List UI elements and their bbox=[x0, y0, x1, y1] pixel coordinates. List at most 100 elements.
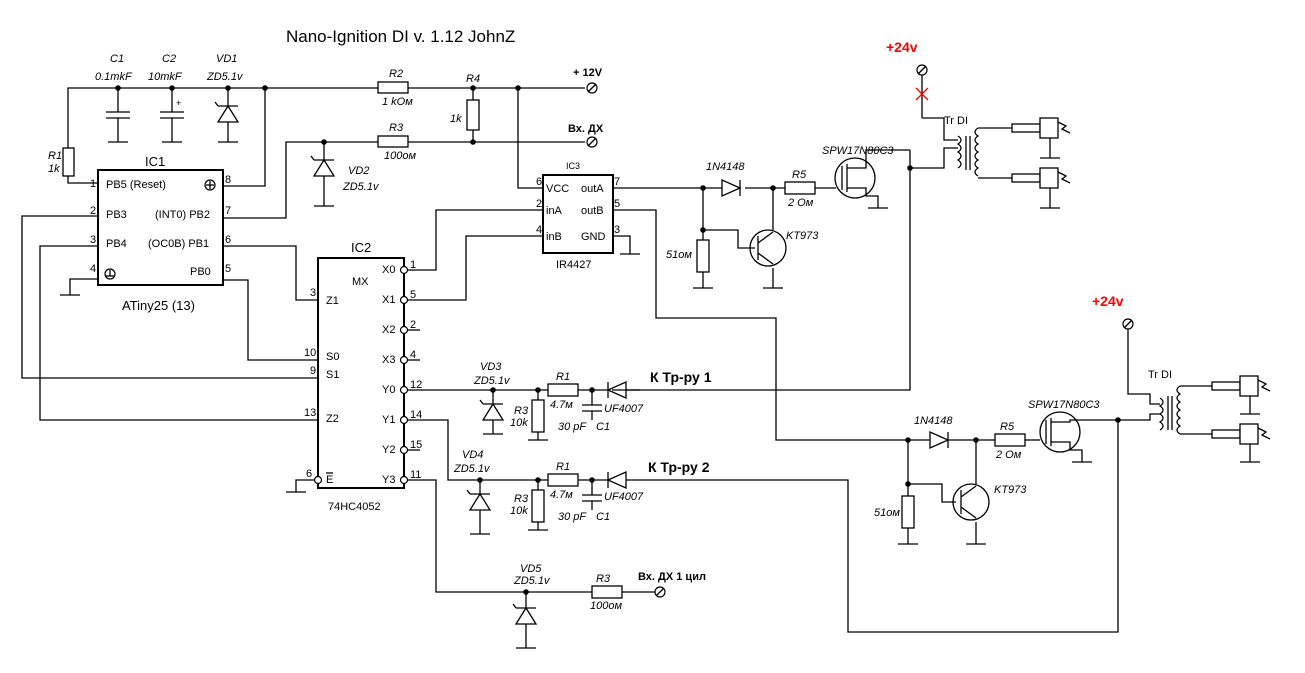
ic2-pin9-num: 9 bbox=[310, 365, 316, 377]
kt973-a-ref: KT973 bbox=[786, 230, 819, 242]
c1-mid-value: 30 pF bbox=[558, 421, 587, 433]
ic1-ref: IC1 bbox=[145, 154, 165, 169]
ic2-ic3-wiring bbox=[408, 88, 543, 301]
ic2-y3-name: Y3 bbox=[382, 474, 395, 486]
terminal-24v-top[interactable] bbox=[916, 64, 928, 76]
label-in-dx: Вх. ДХ bbox=[568, 123, 604, 135]
r51-a-value: 51ом bbox=[666, 249, 692, 261]
r5-a-ref: R5 bbox=[792, 169, 807, 181]
ic1-pin7-name: (INT0) PB2 bbox=[155, 209, 210, 221]
diode-uf4007-b bbox=[606, 420, 1119, 633]
capacitor-c1-top bbox=[106, 88, 130, 143]
svg-text:+: + bbox=[176, 98, 181, 108]
ic2-part: 74HC4052 bbox=[328, 501, 381, 513]
ic3-ina: inA bbox=[546, 205, 563, 217]
vd2-ref: VD2 bbox=[348, 165, 369, 177]
kt973-b-ref: KT973 bbox=[994, 484, 1027, 496]
spw-a-drain bbox=[612, 147, 958, 391]
ic2-pin6-name: E bbox=[326, 474, 333, 486]
ic1-chip bbox=[97, 169, 224, 286]
r3-mid-value: 10k bbox=[510, 417, 528, 429]
ic2-pin3-name: Z1 bbox=[326, 295, 339, 307]
c1-top-value: 0.1mkF bbox=[95, 71, 133, 83]
resistor-r2 bbox=[377, 81, 409, 94]
resistor-r5-b bbox=[994, 433, 1026, 447]
diode-1n4148-a bbox=[721, 178, 742, 198]
ic3-outa: outA bbox=[581, 183, 604, 195]
ic3-gnd: GND bbox=[581, 231, 606, 243]
ic2-pin13-num: 13 bbox=[304, 407, 316, 419]
ic1-pin6-num: 6 bbox=[225, 234, 231, 246]
uf4007-b-ref: UF4007 bbox=[604, 491, 644, 503]
zener-vd5 bbox=[512, 603, 538, 649]
resistor-r3-mid bbox=[531, 399, 545, 433]
resistor-r3-top bbox=[377, 135, 409, 148]
ic2-x0-num: 1 bbox=[410, 259, 416, 271]
resistor-r4 bbox=[466, 88, 480, 142]
driver-b-wiring bbox=[898, 437, 1040, 545]
resistor-r1-low bbox=[547, 473, 579, 487]
ic3-gnd-wire bbox=[613, 235, 640, 255]
resistor-51-b bbox=[901, 495, 915, 529]
vd3-value: ZD5.1v bbox=[473, 375, 511, 387]
ic2-mx: MX bbox=[352, 276, 369, 288]
zener-vd4 bbox=[466, 489, 492, 535]
vd4-value: ZD5.1v bbox=[453, 463, 491, 475]
resistor-r1-top bbox=[62, 147, 98, 184]
ic2-pin9-name: S1 bbox=[326, 369, 339, 381]
wire-24v-right bbox=[1127, 329, 1160, 405]
d1n4148-b-ref: 1N4148 bbox=[914, 415, 953, 427]
ic2-y0-num: 12 bbox=[410, 379, 422, 391]
ic3-vcc: VCC bbox=[546, 183, 569, 195]
ic2-pin10-name: S0 bbox=[326, 351, 339, 363]
ic2-x2-name: X2 bbox=[382, 324, 395, 336]
ic1-pin2-num: 2 bbox=[90, 205, 96, 217]
r51-b-value: 51ом bbox=[874, 507, 900, 519]
terminal-24v-right[interactable] bbox=[1122, 318, 1134, 330]
ic1-pin3-num: 3 bbox=[90, 234, 96, 246]
ic3-outb: outB bbox=[581, 205, 604, 217]
r3-low-ref: R3 bbox=[514, 493, 529, 505]
r1-top-ref: R1 bbox=[48, 150, 62, 162]
ic2-e-wire bbox=[286, 475, 323, 493]
c2-top-ref: C2 bbox=[162, 53, 176, 65]
ic3-pin3-num: 3 bbox=[614, 224, 620, 236]
ic1-gnd-symbol bbox=[104, 268, 116, 280]
ic2-x1-name: X1 bbox=[382, 294, 395, 306]
resistor-51-a bbox=[696, 239, 710, 273]
ic1-vcc-symbol bbox=[204, 179, 216, 191]
channel-y1-wiring bbox=[408, 419, 608, 531]
ic3-chip bbox=[542, 174, 614, 254]
r2-value: 1 kОм bbox=[382, 96, 413, 108]
r5-b-ref: R5 bbox=[1000, 421, 1015, 433]
terminal-in-dx1[interactable] bbox=[654, 586, 666, 598]
ic2-ref: IC2 bbox=[351, 240, 371, 255]
r3-bot-ref: R3 bbox=[596, 573, 611, 585]
c1-low-value: 30 pF bbox=[558, 511, 587, 523]
ic3-pin6-num: 6 bbox=[536, 176, 542, 188]
resistor-r3-low bbox=[531, 489, 545, 523]
r3-top-value: 100ом bbox=[384, 150, 416, 162]
label-in-dx1: Вх. ДХ 1 цил bbox=[638, 571, 706, 583]
ic3-pin2-num: 2 bbox=[536, 198, 542, 210]
diode-1n4148-b bbox=[929, 430, 950, 450]
resistor-r3-bot bbox=[591, 585, 623, 599]
uf4007-a-ref: UF4007 bbox=[604, 403, 644, 415]
ic1-pin5-name: PB0 bbox=[190, 266, 211, 278]
r5-a-value: 2 Ом bbox=[787, 197, 814, 209]
ic2-y0-name: Y0 bbox=[382, 384, 395, 396]
vd5-value: ZD5.1v bbox=[513, 575, 551, 587]
ic1-pin3-name: PB4 bbox=[106, 238, 127, 250]
r3-mid-ref: R3 bbox=[514, 405, 529, 417]
terminal-12v[interactable] bbox=[586, 82, 598, 94]
vd3-ref: VD3 bbox=[480, 361, 502, 373]
terminal-in-dx[interactable] bbox=[586, 136, 598, 148]
resistor-r1-mid bbox=[547, 383, 579, 397]
channel-y0-wiring bbox=[408, 387, 608, 441]
ic3-pin7-num: 7 bbox=[614, 176, 620, 188]
channel-y3-wiring bbox=[408, 479, 655, 608]
ic3-inb: inB bbox=[546, 231, 562, 243]
c1-mid-ref: C1 bbox=[596, 421, 610, 433]
transformer-tr-b bbox=[1158, 385, 1212, 435]
